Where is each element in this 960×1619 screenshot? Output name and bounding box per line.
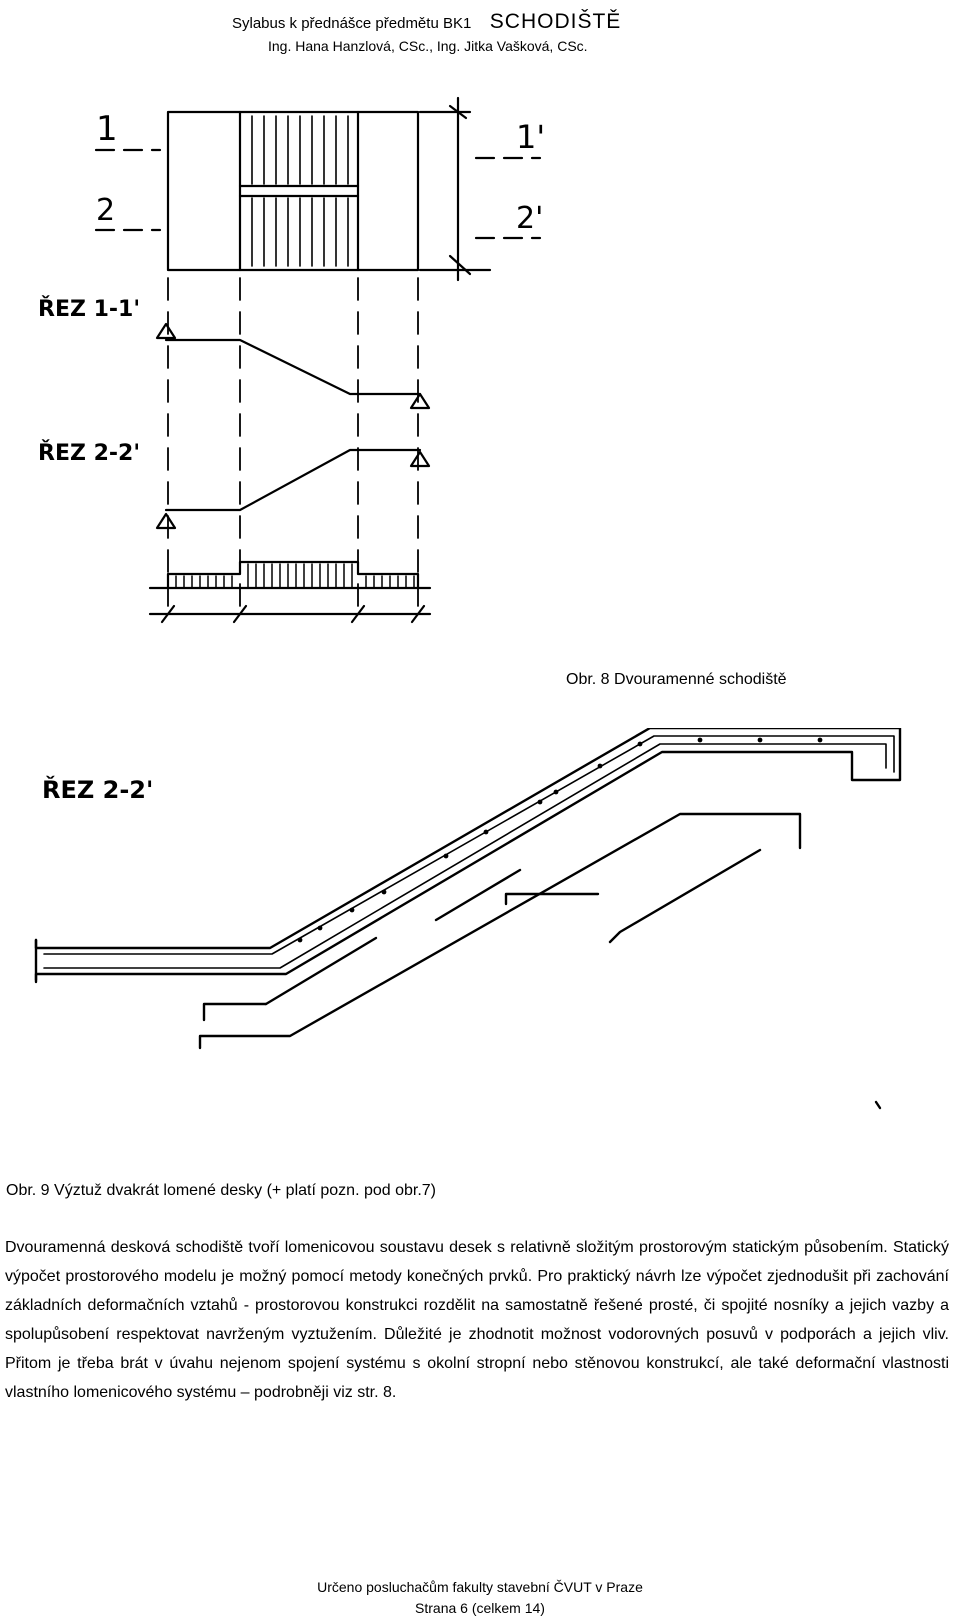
header-course: Sylabus k přednášce předmětu BK1 <box>232 15 472 32</box>
projection-lines <box>167 277 419 609</box>
rebar-top <box>43 735 895 955</box>
lower-flight-edge-left <box>202 1002 268 1022</box>
figure-8-svg: 1 2 1' 2' ŘEZ 1-1' ŘEZ 2-2' <box>38 96 545 624</box>
plan-dim-tick-bottom <box>448 254 472 276</box>
load-diagram <box>148 560 432 590</box>
lower-flight-underside <box>434 868 522 922</box>
lower-stair-line <box>198 812 802 1050</box>
slab-contour <box>34 726 902 984</box>
figure-8-drawing: 1 2 1' 2' ŘEZ 1-1' ŘEZ 2-2' <box>0 88 960 628</box>
lower-stair-line-2 <box>608 848 762 944</box>
footer-faculty: Určeno posluchačům fakulty stavební ČVUT… <box>317 1579 643 1595</box>
figure-8-caption: Obr. 8 Dvouramenné schodiště <box>566 671 787 688</box>
section-2-support-left <box>155 512 177 530</box>
plan-step-lines <box>251 115 349 267</box>
header-line1: Sylabus k přednášce předmětu BK1 SCHODIŠ… <box>232 10 752 34</box>
label-section-2p: 2' <box>516 201 543 236</box>
section-2-support-right <box>409 450 431 468</box>
label-section-1p: 1' <box>516 118 545 156</box>
header-authors: Ing. Hana Hanzlová, CSc., Ing. Jitka Vaš… <box>268 38 588 54</box>
corner-mark <box>874 1100 882 1110</box>
load-hatch <box>175 563 415 589</box>
rebar-dots <box>297 737 823 943</box>
section-1-profile <box>164 338 422 396</box>
lower-flight-landing <box>504 892 600 906</box>
figure-9-drawing: ŘEZ 2-2' <box>0 726 960 1148</box>
plan-outline <box>166 110 420 272</box>
section-1-support-left <box>155 322 177 340</box>
section-cut-lines <box>94 148 542 240</box>
footer-page-number: Strana 6 (celkem 14) <box>415 1600 545 1616</box>
lower-flight-bottom <box>264 936 378 1006</box>
figure-9-caption: Obr. 9 Výztuž dvakrát lomené desky (+ pl… <box>6 1182 437 1199</box>
label-rez-2: ŘEZ 2-2' <box>38 440 140 466</box>
section-2-profile <box>164 448 422 512</box>
header-title: SCHODIŠTĚ <box>489 10 622 33</box>
label-rez-1: ŘEZ 1-1' <box>38 296 140 322</box>
label-rez-fig9: ŘEZ 2-2' <box>42 775 153 804</box>
rebar-bottom <box>43 743 887 969</box>
label-section-2: 2 <box>96 193 115 228</box>
bottom-dimension-ticks <box>160 604 426 624</box>
figure-9-svg: ŘEZ 2-2' <box>34 726 902 1110</box>
section-1-support-right <box>409 392 431 410</box>
body-paragraph: Dvouramenná desková schodiště tvoří lome… <box>5 1239 949 1401</box>
label-section-1: 1 <box>96 109 118 149</box>
